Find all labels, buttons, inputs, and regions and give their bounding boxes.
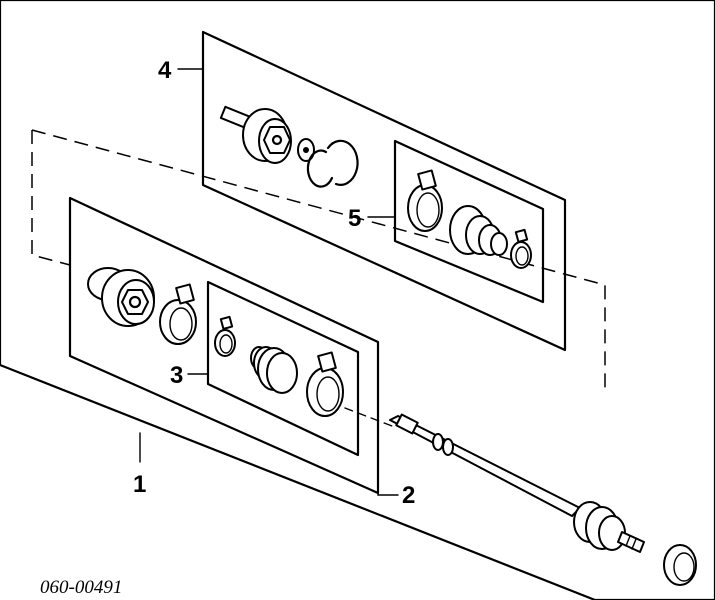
group-inner-boot-kit <box>206 280 360 457</box>
drive-shaft <box>344 407 697 586</box>
panel-dashed-outline-left <box>31 130 71 266</box>
callout-1: 1 <box>133 471 146 498</box>
outer-boot-large-clamp-icon <box>407 184 443 232</box>
shaft-body-icon <box>389 415 581 517</box>
panel-dashed-outline <box>31 129 606 392</box>
outer-joint-hex-nut-icon <box>263 126 291 154</box>
shaft-centerline <box>344 407 393 427</box>
panel-outer-joint-kit <box>201 30 567 352</box>
panel-outer-boot-kit <box>393 139 545 304</box>
diagram-part-code: 060-00491 <box>40 577 122 598</box>
callout-2: 2 <box>402 482 415 509</box>
callout-5: 5 <box>348 205 361 232</box>
shaft-end-ring-icon <box>663 544 697 586</box>
panel-inner-boot-kit <box>206 280 360 457</box>
snap-ring-icon <box>306 139 359 188</box>
inner-joint-clamp-icon <box>159 299 197 345</box>
callout-3: 3 <box>170 362 183 389</box>
inner-joint-hex-icon <box>121 289 149 315</box>
group-outer-boot-kit <box>393 139 545 304</box>
callout-4: 4 <box>158 57 172 84</box>
group-outer-joint-kit <box>201 30 567 352</box>
shaft-stub-icon <box>617 531 645 553</box>
leader-2 <box>377 489 399 496</box>
inner-boot-large-clamp-icon <box>306 367 344 417</box>
